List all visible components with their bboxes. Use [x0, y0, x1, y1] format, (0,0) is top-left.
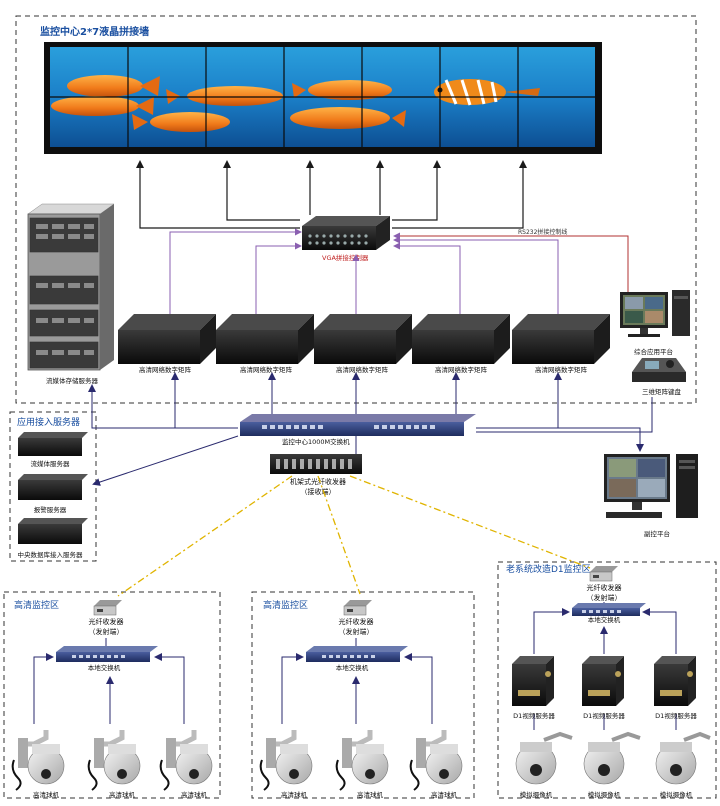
- matrix-3-label: 高清网络数字矩阵: [336, 365, 389, 374]
- analog-camera-1: [515, 731, 573, 785]
- control-lines: [169, 228, 559, 322]
- fiber-receiver: 机架式光纤收发器 （接收端）: [270, 454, 362, 496]
- matrix-2: 高清网络数字矩阵: [216, 314, 314, 374]
- sub-console: 副控平台: [604, 454, 698, 538]
- main-console: 综合应用平台: [620, 290, 690, 356]
- core-switch: 监控中心1000M交换机: [240, 414, 476, 446]
- hd-zone-1-switch-label: 本地交换机: [88, 663, 121, 672]
- hd-zone-2-transceiver-label-2: （发射端）: [339, 627, 374, 636]
- hd-zone-1-switch: [56, 646, 158, 662]
- hd-zone-1-camera-3-label: 高清球机: [181, 790, 208, 799]
- wall-feed-lines: [136, 160, 527, 229]
- video-wall-grid: [50, 47, 595, 147]
- storage-server-label: 流媒体存储服务器: [46, 376, 99, 385]
- hd-zone-2-switch-label: 本地交换机: [336, 663, 369, 672]
- matrix-5: 高清网络数字矩阵: [512, 314, 610, 374]
- main-console-label: 综合应用平台: [634, 347, 673, 356]
- matrix-1: 高清网络数字矩阵: [118, 314, 216, 374]
- legacy-transceiver: [589, 566, 618, 582]
- hd-zone-2-title: 高清监控区: [263, 599, 308, 611]
- hd-zone-1-transceiver-label-2: （发射端）: [89, 627, 124, 636]
- d1-encoder-2-label: D1视频服务器: [583, 711, 625, 720]
- hd-zone-1-camera-3: [159, 730, 213, 791]
- analog-camera-1-label: 模拟摄像机: [520, 790, 553, 799]
- monitor-center-title: 监控中心2*7液晶拼接墙: [40, 25, 149, 38]
- rs232-label: RS232拼接控制线: [518, 228, 567, 236]
- storage-server: 流媒体存储服务器: [27, 203, 115, 385]
- hd-zone-2-transceiver: [343, 600, 372, 616]
- d1-encoder-1-label: D1视频服务器: [513, 711, 555, 720]
- fiber-receiver-label-1: 机架式光纤收发器: [290, 477, 346, 486]
- d1-encoder-1: [512, 656, 554, 706]
- fiber-receiver-label-2: （接收端）: [301, 487, 336, 496]
- legacy-zone-border: [497, 561, 717, 799]
- hd-zone-2-camera-2: [335, 730, 389, 791]
- matrix-keyboard: 三维矩阵键盘: [632, 358, 686, 396]
- legacy-switch: [572, 603, 646, 616]
- analog-camera-2-label: 模拟摄像机: [588, 790, 621, 799]
- vga-controller-label: VGA拼接控制器: [322, 253, 369, 262]
- matrix-3: 高清网络数字矩阵: [314, 314, 412, 374]
- hd-zone-2-transceiver-label-1: 光纤收发器: [339, 617, 374, 626]
- matrix-2-label: 高清网络数字矩阵: [240, 365, 293, 374]
- app-server-2-label: 报警服务器: [34, 505, 67, 514]
- hd-zone-1-transceiver: [93, 600, 122, 616]
- hd-zone-1-border: [3, 591, 221, 799]
- legacy-zone-title: 老系统改造D1监控区: [506, 563, 591, 575]
- d1-encoder-3: [654, 656, 696, 706]
- d1-encoder-2: [582, 656, 624, 706]
- hd-zone-1-title: 高清监控区: [14, 599, 59, 611]
- legacy-zone: 光纤收发器 （发射端） 本地交换机: [512, 566, 711, 799]
- legacy-transceiver-label-1: 光纤收发器: [587, 583, 622, 592]
- matrix-4-label: 高清网络数字矩阵: [435, 365, 488, 374]
- vga-controller: [302, 216, 390, 250]
- sub-console-label: 副控平台: [644, 529, 670, 538]
- app-server-1-label: 流媒体服务器: [31, 459, 71, 468]
- hd-zone-1-camera-1-label: 高清球机: [33, 790, 60, 799]
- analog-camera-3: [655, 731, 711, 785]
- app-server-3: 中央数据库接入服务器: [18, 518, 88, 559]
- hd-zone-2-camera-1-label: 高清球机: [281, 790, 308, 799]
- app-server-1: 流媒体服务器: [18, 432, 88, 468]
- hd-zone-1-camera-1: [11, 730, 65, 791]
- hd-zone-2-camera-1: [259, 730, 313, 791]
- app-server-2: 报警服务器: [18, 474, 88, 514]
- fiber-links: [117, 475, 591, 597]
- hd-zone-2-camera-3: [409, 730, 463, 791]
- matrix-5-label: 高清网络数字矩阵: [535, 365, 588, 374]
- hd-zone-1: 光纤收发器 （发射端） 本地交换机: [11, 600, 213, 799]
- matrix-4: 高清网络数字矩阵: [412, 314, 510, 374]
- app-server-3-label: 中央数据库接入服务器: [18, 550, 84, 559]
- rs232-line: [393, 232, 629, 298]
- video-wall: [44, 42, 602, 154]
- network-lines: [88, 372, 653, 486]
- d1-encoder-3-label: D1视频服务器: [655, 711, 697, 720]
- matrix-1-label: 高清网络数字矩阵: [139, 365, 192, 374]
- core-switch-label: 监控中心1000M交换机: [282, 437, 350, 446]
- keyboard-label: 三维矩阵键盘: [642, 387, 682, 396]
- hd-zone-1-camera-2: [87, 730, 141, 791]
- video-wall-fish: [51, 75, 540, 132]
- legacy-switch-label: 本地交换机: [588, 615, 621, 624]
- analog-camera-2: [583, 731, 641, 785]
- legacy-transceiver-label-2: （发射端）: [587, 593, 622, 602]
- hd-zone-2-border: [251, 591, 475, 799]
- hd-zone-2-camera-3-label: 高清球机: [431, 790, 458, 799]
- analog-camera-3-label: 模拟摄像机: [660, 790, 693, 799]
- hd-zone-1-camera-2-label: 高清球机: [109, 790, 136, 799]
- hd-zone-2: 光纤收发器 （发射端） 本地交换机: [259, 600, 463, 799]
- hd-zone-2-camera-2-label: 高清球机: [357, 790, 384, 799]
- hd-zone-2-switch: [306, 646, 408, 662]
- app-servers-title: 应用接入服务器: [17, 416, 80, 428]
- hd-zone-1-transceiver-label-1: 光纤收发器: [89, 617, 124, 626]
